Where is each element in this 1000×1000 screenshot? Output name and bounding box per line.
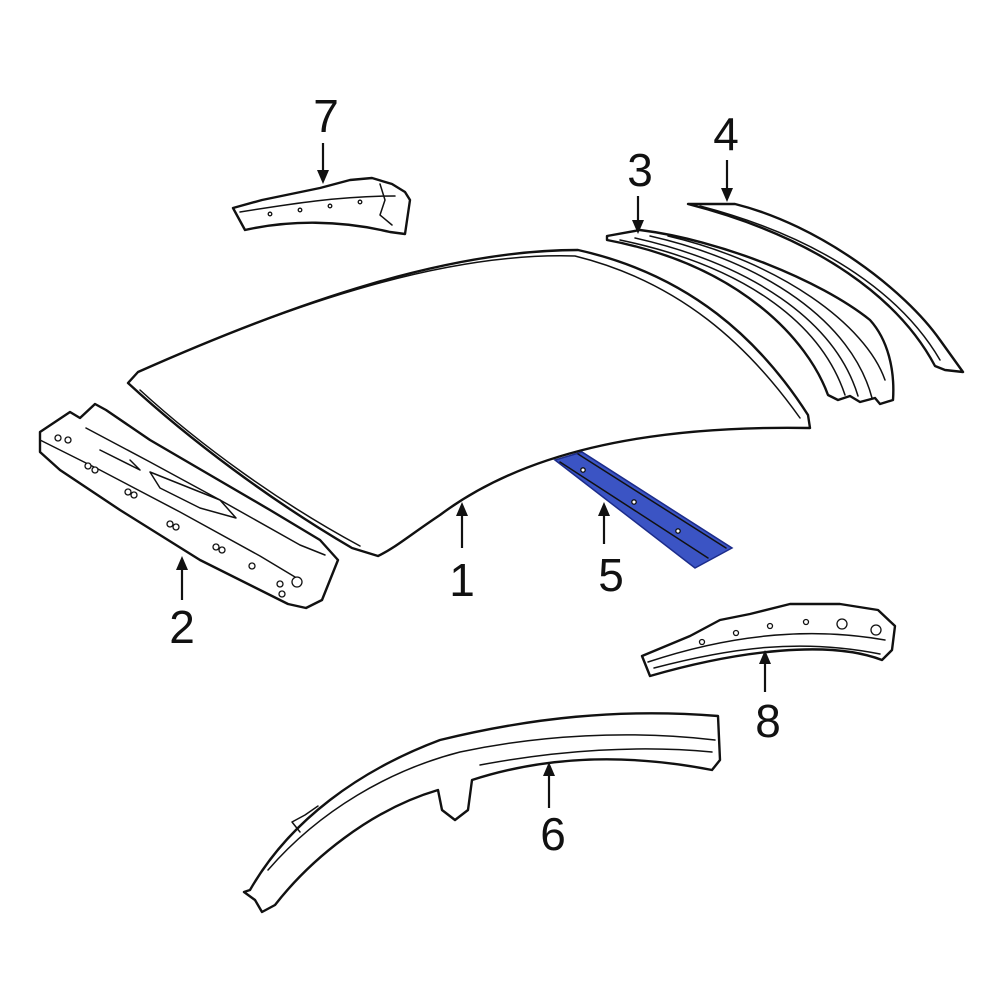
leader-5-arrow — [598, 502, 610, 544]
leader-6-arrow — [543, 762, 555, 808]
callout-2[interactable]: 2 — [169, 601, 195, 653]
leader-4-arrow — [721, 160, 733, 202]
callout-1[interactable]: 1 — [449, 554, 475, 606]
callout-8[interactable]: 8 — [755, 695, 781, 747]
callout-leaders — [176, 143, 771, 808]
part-4-roof-rail-outer[interactable] — [686, 202, 965, 374]
part-1-roof-panel[interactable] — [126, 248, 812, 558]
leader-3-arrow — [632, 196, 644, 234]
leader-7-arrow — [317, 143, 329, 184]
part-7-front-reinforcement[interactable] — [231, 176, 412, 236]
part-5-roof-bow[interactable] — [553, 451, 734, 569]
callout-6[interactable]: 6 — [540, 808, 566, 860]
part-6-side-rail[interactable] — [242, 712, 722, 914]
leader-2-arrow — [176, 556, 188, 600]
callout-numbers: 1 2 3 4 5 6 7 8 — [169, 90, 781, 860]
callout-3[interactable]: 3 — [627, 144, 653, 196]
part-8-rear-reinforcement[interactable] — [640, 602, 897, 678]
callout-4[interactable]: 4 — [713, 108, 739, 160]
leader-1-arrow — [456, 502, 468, 548]
part-2-front-header[interactable] — [38, 402, 340, 610]
part-3-roof-rail-inner[interactable] — [605, 228, 895, 406]
callout-5[interactable]: 5 — [598, 549, 624, 601]
leader-8-arrow — [759, 650, 771, 692]
callout-7[interactable]: 7 — [313, 90, 339, 142]
